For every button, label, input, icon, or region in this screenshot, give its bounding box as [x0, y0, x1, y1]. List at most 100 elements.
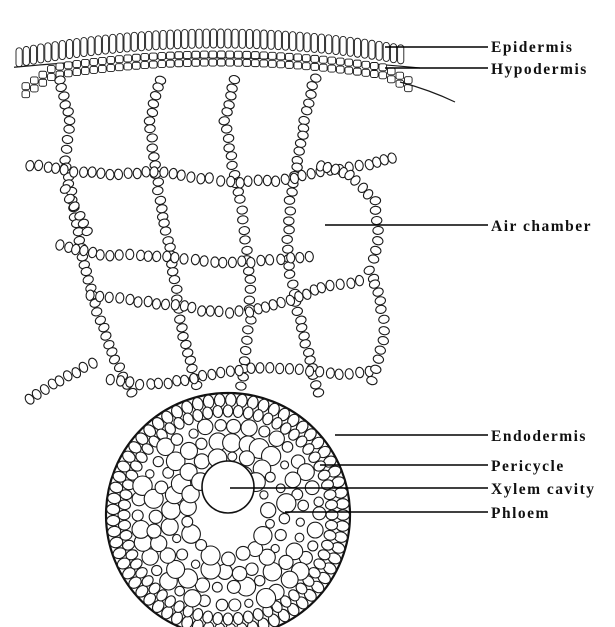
hypodermis-cell: [65, 62, 73, 69]
hypodermis-cell: [235, 51, 243, 58]
partition-cell: [334, 369, 343, 380]
vascular-cell: [232, 566, 246, 580]
partition-cell: [263, 175, 271, 186]
epidermis-cell: [38, 44, 44, 63]
vascular-cell: [223, 434, 241, 452]
partition-cell: [378, 326, 390, 336]
hypodermis-cell: [226, 59, 234, 66]
vascular-cell: [147, 524, 161, 538]
vascular-cell: [296, 518, 304, 526]
partition-cell: [295, 252, 304, 263]
hypodermis-cell: [133, 54, 141, 61]
hypodermis-cell: [201, 51, 209, 58]
hypodermis-cell: [99, 65, 107, 72]
partition-cell: [226, 160, 238, 170]
hypodermis-cell: [56, 63, 64, 70]
partition-cell: [286, 252, 295, 263]
partition-cell: [150, 91, 162, 101]
hypodermis-cell: [31, 85, 39, 92]
partition-cell: [276, 254, 285, 265]
hypodermis-cell: [303, 55, 311, 62]
epidermis-cell: [124, 33, 130, 52]
partition-cell: [197, 305, 207, 317]
partition-cell: [170, 252, 179, 263]
partition-cell: [228, 257, 236, 267]
vascular-cell: [282, 442, 293, 453]
partition-cell: [156, 204, 168, 214]
partition-cell: [96, 168, 105, 179]
epidermis-cell: [282, 31, 288, 50]
partition-cell: [237, 205, 248, 214]
vascular-cell: [245, 599, 253, 607]
vascular-cell: [269, 431, 284, 446]
epidermis-cell: [182, 30, 188, 49]
partition-cell: [325, 280, 334, 291]
partition-cell: [207, 369, 217, 381]
partition-cell: [88, 166, 97, 177]
label-epidermis: Epidermis: [491, 39, 573, 56]
partition-cell: [91, 306, 103, 317]
partition-cell: [152, 251, 161, 262]
partition-cell: [169, 275, 180, 284]
partition-cell: [25, 160, 34, 171]
partition-cell: [239, 235, 250, 244]
hypodermis-cell: [192, 59, 200, 66]
vascular-cell: [308, 541, 318, 551]
hypodermis-cell: [175, 60, 183, 67]
partition-cell: [147, 99, 159, 109]
hypodermis-cell: [116, 64, 124, 71]
hypodermis-cell: [175, 52, 183, 59]
hypodermis-cell: [277, 53, 285, 60]
partition-cell: [191, 254, 200, 265]
hypodermis-cell: [345, 67, 353, 74]
vascular-cell: [171, 434, 183, 446]
partition-cell: [240, 346, 251, 355]
partition-cell: [186, 171, 195, 182]
epidermis-cell: [110, 34, 116, 53]
hypodermis-cell: [396, 72, 404, 79]
partition-cell: [228, 74, 240, 84]
hypodermis-cell: [124, 55, 132, 62]
vascular-cell: [215, 420, 226, 431]
hypodermis-cell: [209, 51, 217, 58]
partition-cell: [126, 249, 134, 259]
partition-cell: [291, 306, 303, 316]
partition-cell: [51, 162, 60, 173]
pericycle-cell: [223, 405, 233, 417]
hypodermis-cell: [99, 57, 107, 64]
vascular-cell: [236, 546, 250, 560]
partition-cell: [293, 146, 305, 156]
epidermis-cell: [246, 29, 252, 48]
vascular-cell: [256, 589, 275, 608]
label-air-chamber: Air chamber: [491, 218, 592, 235]
partition-cell: [254, 175, 262, 186]
epidermis-cell: [225, 29, 231, 48]
vascular-cell: [281, 571, 298, 588]
partition-cell: [180, 374, 190, 386]
vascular-cell: [313, 507, 326, 520]
partition-cell: [174, 314, 186, 324]
partition-cell: [372, 235, 384, 245]
partition-cell: [200, 255, 209, 266]
partition-cell: [226, 366, 235, 377]
epidermis-cell: [297, 32, 303, 51]
partition-cell: [235, 306, 243, 316]
partition-cell: [237, 215, 248, 224]
hypodermis-cell: [379, 72, 387, 79]
vascular-cell: [246, 563, 258, 575]
partition-cell: [180, 253, 189, 264]
hypodermis-cell: [48, 66, 56, 73]
vascular-cell: [275, 529, 286, 540]
label-hypodermis: Hypodermis: [491, 61, 588, 78]
hypodermis-cell: [90, 66, 98, 73]
hypodermis-cell: [39, 79, 47, 86]
hypodermis-cell: [362, 61, 370, 68]
hypodermis-cell: [269, 52, 277, 59]
epidermis-cell: [311, 33, 317, 52]
hypodermis-cell: [73, 61, 81, 68]
hypodermis-cell: [371, 63, 379, 70]
partition-cell: [355, 367, 364, 378]
vascular-cell: [285, 472, 301, 488]
partition-cell: [355, 160, 364, 171]
hypodermis-cell: [294, 62, 302, 69]
